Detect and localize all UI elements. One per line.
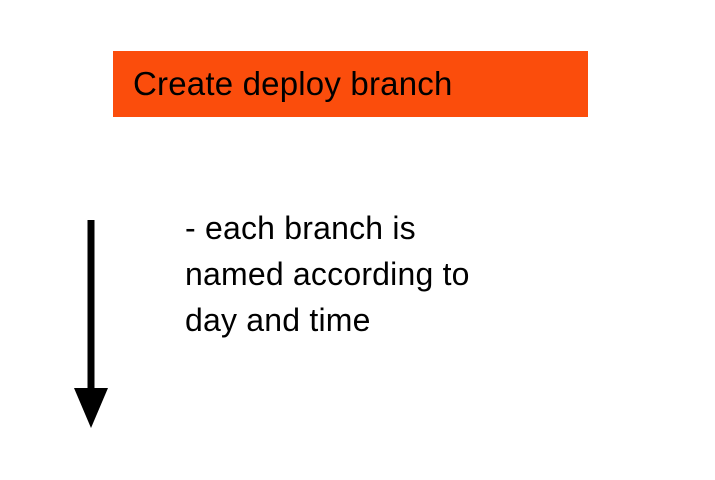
note-line: - each branch is (185, 210, 416, 246)
create-deploy-branch-label: Create deploy branch (133, 65, 453, 102)
branch-naming-note: - each branch is named according to day … (185, 205, 470, 343)
note-line: named according to (185, 256, 470, 292)
down-arrow-icon (74, 220, 108, 428)
create-deploy-branch-box: Create deploy branch (113, 51, 588, 117)
note-line: day and time (185, 302, 371, 338)
